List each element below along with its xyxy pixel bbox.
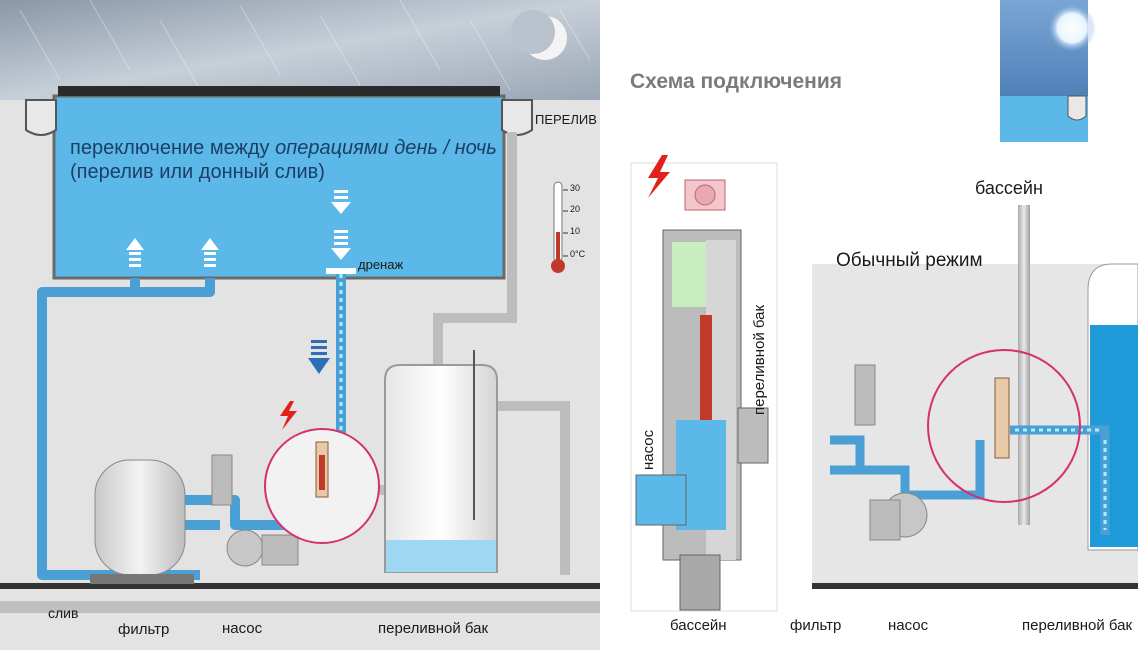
thermo-tick-20: 20 xyxy=(570,204,581,214)
drain-outlet xyxy=(326,268,356,274)
drain-pipe xyxy=(336,272,346,530)
sun-icon xyxy=(1048,4,1096,52)
pool-basin xyxy=(52,94,506,280)
thermo-tick-10: 10 xyxy=(570,226,581,236)
drain-pipe-bottom xyxy=(0,601,600,613)
sand-filter xyxy=(90,459,194,584)
power-bolt-icon-center xyxy=(648,155,670,198)
moon-icon xyxy=(511,10,567,60)
valve-body xyxy=(635,229,769,611)
note-part2: операциями день / ночь xyxy=(275,137,497,159)
floor-line-right xyxy=(812,583,1138,589)
valve-actuator xyxy=(684,179,726,211)
flow-down-arrow xyxy=(308,340,330,374)
valve-label-pump: насос xyxy=(640,429,657,470)
right-valve-zoom-circle xyxy=(927,349,1081,503)
pump-right xyxy=(854,364,928,541)
pool-vertical-pipe xyxy=(1018,205,1030,525)
thermo-tick-30: 30 xyxy=(570,183,581,193)
thermometer-icon xyxy=(551,181,568,273)
label-pump-left: насос xyxy=(222,620,263,637)
overflow-gutter-left xyxy=(25,99,57,136)
pump-left xyxy=(211,454,299,567)
day-gutter xyxy=(1067,95,1087,121)
label-filter-right: фильтр xyxy=(790,617,842,634)
diagram-title: Схема подключения xyxy=(630,70,843,93)
power-bolt-icon xyxy=(280,401,297,430)
pool-cover xyxy=(58,86,500,96)
label-drain-top: дренаж xyxy=(358,257,404,272)
label-filter-left: фильтр xyxy=(118,621,170,638)
overflow-tank-left xyxy=(384,350,498,573)
label-pool-center: бассейн xyxy=(670,617,727,634)
label-overflow-tank-left: переливной бак xyxy=(378,620,489,637)
label-pool-right: бассейн xyxy=(975,178,1043,198)
note-part1: переключение между xyxy=(70,137,276,159)
night-sky xyxy=(0,0,600,100)
label-overflow: ПЕРЕЛИВ xyxy=(535,112,597,127)
mode-switch-note: переключение между операциями день / ноч… xyxy=(70,136,510,184)
valve-zoom-circle xyxy=(264,428,380,544)
label-normal-mode: Обычный режим xyxy=(836,250,983,271)
label-drain-bottom: слив xyxy=(48,605,79,621)
label-overflow-tank-right: переливной бак xyxy=(1022,617,1133,634)
right-pool-tank xyxy=(1087,263,1138,551)
label-pump-right: насос xyxy=(888,617,929,634)
overflow-gutter-right xyxy=(501,99,533,136)
thermo-tick-0: 0°C xyxy=(570,249,586,259)
note-part3: (перелив или донный слив) xyxy=(70,161,325,183)
right-valve xyxy=(994,377,1010,459)
drain-arrows xyxy=(331,190,351,260)
valve-label-tank: переливной бак xyxy=(751,304,768,415)
rain-streaks xyxy=(19,0,591,91)
inlet-arrows xyxy=(126,238,219,267)
floor-line-left xyxy=(0,583,600,589)
